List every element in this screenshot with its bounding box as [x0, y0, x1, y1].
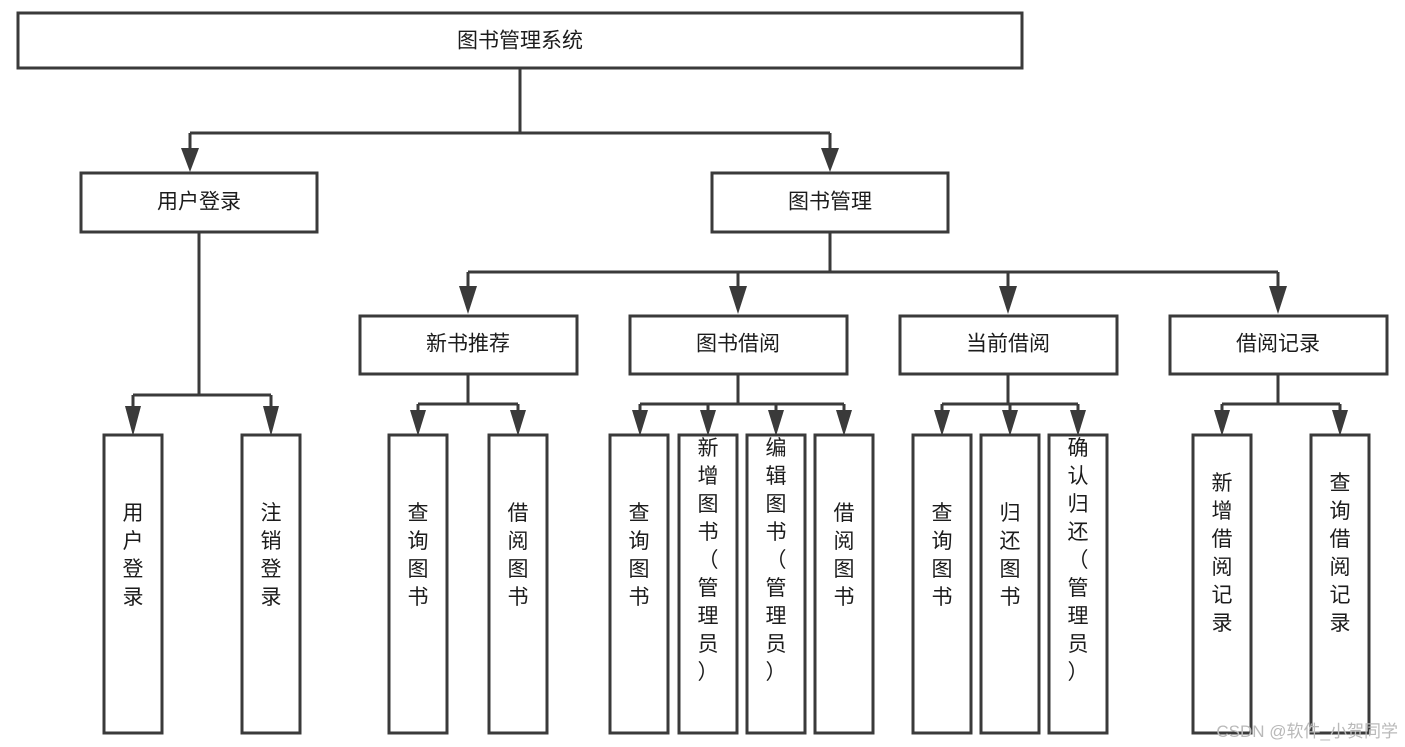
- arrow-head-book-management: [821, 148, 839, 172]
- arrow-head-borrow-record: [1269, 286, 1287, 314]
- leaf-query-book-1-label: 查询图书: [408, 502, 429, 609]
- leaf-query-record[interactable]: 查询借阅记录: [1309, 433, 1371, 735]
- leaf-confirm-return-label: 确认归还（管理员）: [1068, 437, 1089, 684]
- node-borrow-record[interactable]: 借阅记录: [1168, 314, 1389, 376]
- arrow-head-leaf-return-book: [1002, 410, 1018, 436]
- arrow-head-leaf-borrow-book-1: [510, 410, 526, 436]
- node-borrow-record-box[interactable]: [1168, 314, 1389, 376]
- node-borrow-record-label: 借阅记录: [1236, 333, 1320, 356]
- leaf-borrow-book-1[interactable]: 借阅图书: [487, 433, 549, 735]
- node-user-login-box[interactable]: [79, 171, 319, 234]
- node-current-borrow-label: 当前借阅: [966, 333, 1050, 356]
- node-user-login-label: 用户登录: [157, 191, 241, 214]
- arrow-head-leaf-edit-book: [768, 410, 784, 436]
- leaf-logout-box[interactable]: [240, 433, 302, 735]
- arrow-head-leaf-add-record: [1214, 410, 1230, 436]
- leaf-logout-label: 注销登录: [261, 502, 282, 609]
- leaf-add-book-box[interactable]: [677, 433, 739, 735]
- arrow-head-leaf-user-login: [125, 406, 141, 436]
- node-book-management[interactable]: 图书管理: [710, 171, 950, 234]
- node-new-book-recommend-label: 新书推荐: [426, 333, 510, 356]
- leaf-borrow-book-2-box[interactable]: [813, 433, 875, 735]
- leaf-query-book-1[interactable]: 查询图书: [387, 433, 449, 735]
- leaf-query-book-2[interactable]: 查询图书: [608, 433, 670, 735]
- leaf-user-login[interactable]: 用户登录: [102, 433, 164, 735]
- arrow-head-current-borrow: [999, 286, 1017, 314]
- arrow-head-user-login: [181, 148, 199, 172]
- leaf-edit-book-label: 编辑图书（管理员）: [766, 437, 787, 684]
- node-book-borrow-box[interactable]: [628, 314, 849, 376]
- arrow-head-book-borrow: [729, 286, 747, 314]
- leaf-user-login-box[interactable]: [102, 433, 164, 735]
- arrow-head-leaf-query-book-1: [410, 410, 426, 436]
- leaf-logout[interactable]: 注销登录: [240, 433, 302, 735]
- connector-layer: [125, 68, 1348, 436]
- node-root[interactable]: 图书管理系统: [16, 11, 1024, 70]
- node-new-book-recommend-box[interactable]: [358, 314, 579, 376]
- leaf-return-book[interactable]: 归还图书: [979, 433, 1041, 735]
- leaf-add-record[interactable]: 新增借阅记录: [1191, 433, 1253, 735]
- leaf-query-record-box[interactable]: [1309, 433, 1371, 735]
- watermark-label: CSDN @软件_小贺同学: [1216, 722, 1398, 741]
- leaf-return-book-label: 归还图书: [1000, 502, 1021, 609]
- node-book-management-box[interactable]: [710, 171, 950, 234]
- node-current-borrow[interactable]: 当前借阅: [898, 314, 1119, 376]
- leaf-query-book-3-box[interactable]: [911, 433, 973, 735]
- leaf-add-book[interactable]: 新增图书（管理员）: [677, 433, 739, 735]
- arrow-head-leaf-query-book-2: [632, 410, 648, 436]
- node-book-management-label: 图书管理: [788, 191, 872, 214]
- node-book-borrow-label: 图书借阅: [696, 333, 780, 356]
- leaf-borrow-book-2[interactable]: 借阅图书: [813, 433, 875, 735]
- leaf-confirm-return[interactable]: 确认归还（管理员）: [1047, 433, 1109, 735]
- node-user-login[interactable]: 用户登录: [79, 171, 319, 234]
- leaf-query-book-2-box[interactable]: [608, 433, 670, 735]
- arrow-head-leaf-confirm-return: [1070, 410, 1086, 436]
- node-root-label: 图书管理系统: [457, 30, 583, 53]
- leaf-borrow-book-1-label: 借阅图书: [508, 502, 529, 609]
- leaf-add-record-label: 新增借阅记录: [1212, 472, 1233, 635]
- leaf-add-record-box[interactable]: [1191, 433, 1253, 735]
- leaf-return-book-box[interactable]: [979, 433, 1041, 735]
- leaf-borrow-book-2-label: 借阅图书: [834, 502, 855, 609]
- arrow-head-leaf-add-book: [700, 410, 716, 436]
- arrow-head-leaf-borrow-book-2: [836, 410, 852, 436]
- node-book-borrow[interactable]: 图书借阅: [628, 314, 849, 376]
- leaf-add-book-label: 新增图书（管理员）: [698, 437, 719, 684]
- arrow-head-leaf-query-book-3: [934, 410, 950, 436]
- arrow-head-leaf-logout: [263, 406, 279, 436]
- leaf-query-book-2-label: 查询图书: [629, 502, 650, 609]
- arrow-head-new-book-recommend: [459, 286, 477, 314]
- arrow-head-leaf-query-record: [1332, 410, 1348, 436]
- leaf-edit-book[interactable]: 编辑图书（管理员）: [745, 433, 807, 735]
- leaf-query-book-3[interactable]: 查询图书: [911, 433, 973, 735]
- leaf-user-login-label: 用户登录: [123, 502, 144, 609]
- node-root-box[interactable]: [16, 11, 1024, 70]
- node-new-book-recommend[interactable]: 新书推荐: [358, 314, 579, 376]
- leaf-edit-book-box[interactable]: [745, 433, 807, 735]
- leaf-query-book-1-box[interactable]: [387, 433, 449, 735]
- leaf-confirm-return-box[interactable]: [1047, 433, 1109, 735]
- leaf-query-book-3-label: 查询图书: [932, 502, 953, 609]
- node-current-borrow-box[interactable]: [898, 314, 1119, 376]
- leaf-borrow-book-1-box[interactable]: [487, 433, 549, 735]
- leaf-query-record-label: 查询借阅记录: [1330, 472, 1351, 635]
